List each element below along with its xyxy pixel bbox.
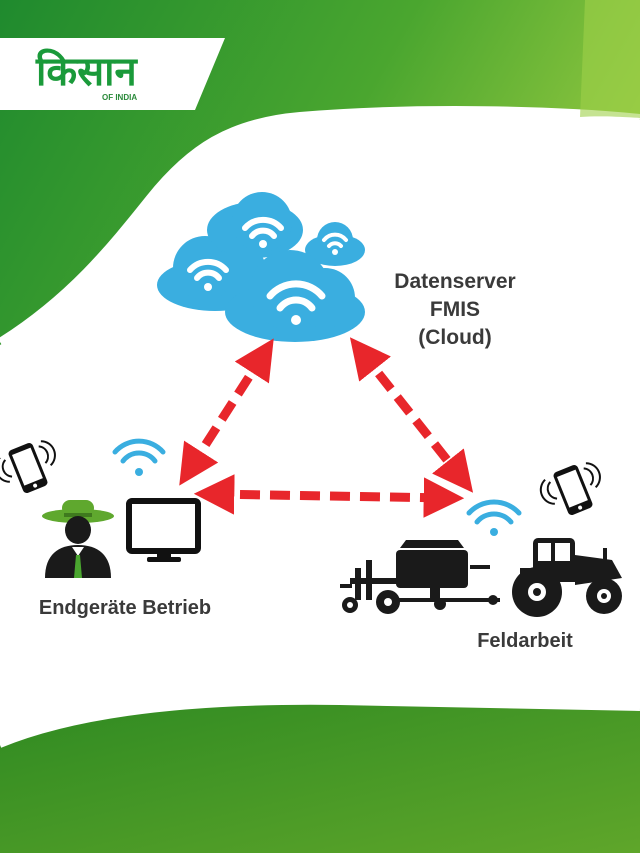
header-band (0, 0, 640, 346)
smartphone-icon (539, 462, 601, 515)
field-label: Feldarbeit (477, 630, 573, 652)
wifi-icon (466, 499, 522, 536)
smartphone-icon (0, 440, 56, 493)
farmer-icon (42, 500, 114, 578)
office-label: Endgeräte Betrieb (38, 597, 212, 619)
arrow-cloud-office (179, 338, 274, 486)
brand-logo-text: किसान (36, 49, 137, 95)
seeder-icon (340, 540, 500, 614)
cloud-label-line-1: Datenserver (394, 270, 516, 293)
cloud-label-line-2: FMIS (429, 298, 481, 321)
cloud-wifi-icon (157, 192, 365, 342)
brand-logo-subtext: OF INDIA (102, 93, 138, 102)
cloud-label-line-3: (Cloud) (418, 326, 492, 349)
cloud-label: Datenserver FMIS (Cloud) (360, 268, 550, 352)
cloud-wifi-symbols (187, 216, 348, 325)
connection-arrows (179, 337, 474, 518)
wifi-icon (112, 438, 166, 476)
arrow-cloud-field (349, 337, 474, 493)
monitor-icon (126, 498, 201, 562)
logo-panel (0, 38, 225, 110)
arrow-office-field (193, 474, 465, 518)
tractor-icon (512, 538, 622, 617)
footer-band (0, 698, 640, 853)
brand-logo[interactable]: किसान OF INDIA (36, 50, 196, 110)
